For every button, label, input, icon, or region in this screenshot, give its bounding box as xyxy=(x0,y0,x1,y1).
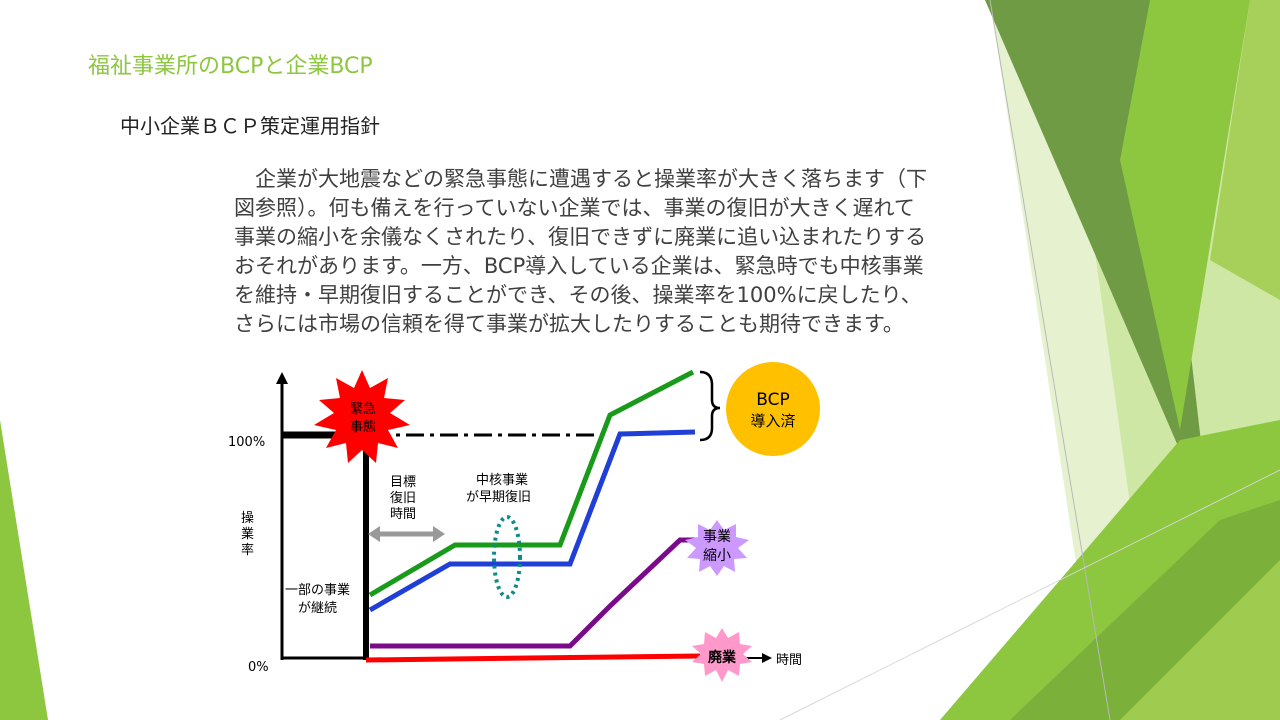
y-axis-label-2: 業 xyxy=(241,526,254,542)
tick-0: 0% xyxy=(248,660,269,675)
shrink-label-1: 事業 xyxy=(703,529,731,545)
y-axis-label-3: 率 xyxy=(241,542,254,558)
slide-subtitle: 中小企業ＢＣＰ策定運用指針 xyxy=(120,114,380,138)
shrink-label-2: 縮小 xyxy=(703,548,731,564)
target-arrow-left-icon xyxy=(368,526,380,542)
body-line: さらには市場の信頼を得て事業が拡大したりすることも期待できます。 xyxy=(234,312,904,336)
x-axis-arrow-icon xyxy=(762,653,772,663)
purple-series-line xyxy=(370,537,700,649)
red-series-line xyxy=(365,653,701,663)
closed-label: 廃業 xyxy=(708,649,737,666)
tick-100: 100% xyxy=(228,435,265,450)
bcp-label-1: BCP xyxy=(756,390,790,410)
right-bottom-shape-3 xyxy=(1120,560,1280,720)
core-label-1: 中核事業 xyxy=(476,472,528,488)
bcp-label-2: 導入済 xyxy=(750,412,795,430)
emergency-star-icon xyxy=(314,370,410,463)
target-label-2: 復旧 xyxy=(390,490,416,506)
target-arrow-right-icon xyxy=(433,526,445,542)
left-accent-shape xyxy=(0,420,48,720)
body-line: おそれがあります。一方、BCP導入している企業は、緊急時でも中核事業 xyxy=(234,254,924,278)
emergency-label-1: 緊急 xyxy=(350,402,376,417)
x-axis-label: 時間 xyxy=(776,653,802,668)
slide-title: 福祉事業所のBCPと企業BCP xyxy=(88,54,373,79)
bcp-brace xyxy=(699,370,721,442)
core-label-2: が早期復旧 xyxy=(466,489,531,505)
right-thin-line-1 xyxy=(989,0,1111,720)
body-line: 企業が大地震などの緊急事態に遭遇すると操業率が大きく落ちます（下 xyxy=(234,167,927,191)
body-paragraph: 企業が大地震などの緊急事態に遭遇すると操業率が大きく落ちます（下 図参照）。何も… xyxy=(234,165,1034,339)
body-line: 事業の縮小を余儀なくされたり、復旧できずに廃業に追い込まれたりする xyxy=(234,225,927,249)
right-green-shape-2 xyxy=(1210,0,1280,300)
y-axis-label-1: 操 xyxy=(241,510,254,526)
right-green-shape-1 xyxy=(1120,0,1250,430)
bcp-circle xyxy=(726,362,820,456)
target-label-1: 目標 xyxy=(390,475,416,490)
green-series-line xyxy=(368,369,695,598)
shrink-star-icon xyxy=(685,520,749,576)
right-thin-line-2 xyxy=(779,469,1280,720)
y-axis-arrow-icon xyxy=(276,372,288,384)
partial-label-1: 一部の事業 xyxy=(285,582,350,598)
emergency-label-2: 事態 xyxy=(350,419,376,435)
core-dotted-ellipse xyxy=(492,515,522,599)
target-label-3: 時間 xyxy=(390,507,416,522)
closed-star-icon xyxy=(692,628,752,682)
body-line: 図参照）。何も備えを行っていない企業では、事業の復旧が大きく遅れて xyxy=(234,196,915,220)
blue-series-line xyxy=(368,429,696,613)
body-line: を維持・早期復旧することができ、その後、操業率を100%に戻したり、 xyxy=(234,283,922,307)
partial-label-2: が継続 xyxy=(298,601,337,616)
